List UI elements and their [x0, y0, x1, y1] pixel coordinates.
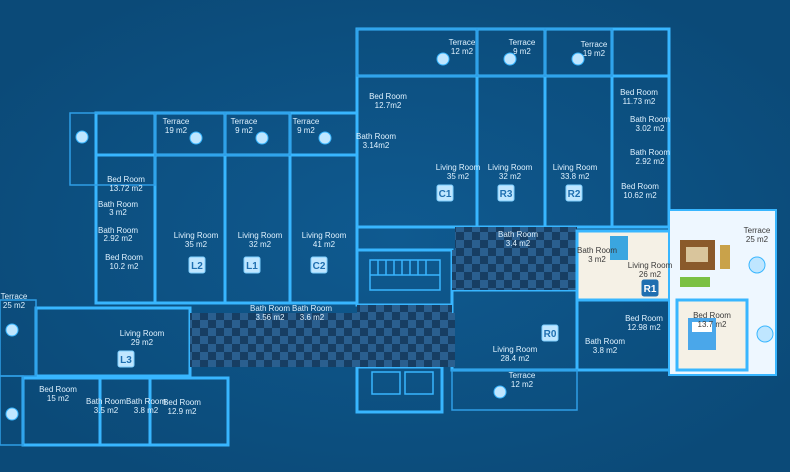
room-area: 15 m2 [47, 394, 70, 403]
room-area: 9 m2 [235, 126, 253, 135]
room-label: Living Room [302, 231, 347, 240]
room-area: 26 m2 [639, 270, 662, 279]
room-label: Bath Room [577, 246, 617, 255]
room-area: 2.92 m2 [104, 234, 133, 243]
room-area: 12 m2 [451, 47, 474, 56]
room-label: Bath Room [98, 226, 138, 235]
room-label: Living Room [493, 345, 538, 354]
room-label: Bath Room [630, 115, 670, 124]
room-label: Bath Room [585, 337, 625, 346]
room-area: 3.5 m2 [94, 406, 119, 415]
room-label: Living Room [238, 231, 283, 240]
room-area: 13.72 m2 [109, 184, 143, 193]
room-area: 3 m2 [109, 208, 127, 217]
unit-badge-r2: R2 [568, 189, 581, 200]
staircase [369, 259, 441, 395]
room-area: 10.62 m2 [623, 191, 657, 200]
room-area: 3.6 m2 [300, 313, 325, 322]
room-area: 10.2 m2 [110, 262, 139, 271]
room-label: Bath Room [126, 397, 166, 406]
unit-badge-c1: C1 [439, 189, 452, 200]
room-label: Bath Room [292, 304, 332, 313]
unit-badge-r0: R0 [544, 329, 557, 340]
room-area: 25 m2 [746, 235, 769, 244]
unit-badge-c2: C2 [313, 261, 326, 272]
room-label: Terrace [1, 292, 28, 301]
room-area: 3.02 m2 [636, 124, 665, 133]
room-area: 13.7 m2 [698, 320, 727, 329]
room-label: Terrace [293, 117, 320, 126]
unit-badge-r3: R3 [500, 189, 513, 200]
room-area: 32 m2 [249, 240, 272, 249]
room-area: 25 m2 [3, 301, 26, 310]
room-label: Terrace [581, 40, 608, 49]
room-label: Terrace [509, 38, 536, 47]
room-area: 33.8 m2 [561, 172, 590, 181]
room-area: 12.98 m2 [627, 323, 661, 332]
room-area: 29 m2 [131, 338, 154, 347]
unit-badges[interactable]: L2 L1 C2 C1 R3 R2 R1 R0 L3 [117, 184, 659, 368]
room-label: Bed Room [105, 253, 143, 262]
corridor [190, 227, 577, 367]
room-label: Living Room [436, 163, 481, 172]
room-label: Bath Room [630, 148, 670, 157]
room-area: 9 m2 [297, 126, 315, 135]
room-label: Bath Room [86, 397, 126, 406]
room-label: Terrace [744, 226, 771, 235]
room-label: Terrace [449, 38, 476, 47]
room-label: Bed Room [163, 398, 201, 407]
room-label: Terrace [163, 117, 190, 126]
unit-badge-l3: L3 [120, 355, 132, 366]
terrace-outlines [0, 28, 613, 446]
room-area: 41 m2 [313, 240, 336, 249]
unit-badge-r1: R1 [644, 284, 657, 295]
room-label: Bath Room [250, 304, 290, 313]
room-area: 35 m2 [447, 172, 470, 181]
room-area: 3 m2 [588, 255, 606, 264]
room-area: 12.9 m2 [168, 407, 197, 416]
room-label: Living Room [628, 261, 673, 270]
room-area: 3.8 m2 [134, 406, 159, 415]
unit-badge-l1: L1 [246, 261, 258, 272]
room-area: 28.4 m2 [501, 354, 530, 363]
room-area: 32 m2 [499, 172, 522, 181]
room-label: Bath Room [356, 132, 396, 141]
room-label: Bed Room [625, 314, 663, 323]
room-label: Bed Room [39, 385, 77, 394]
room-label: Bed Room [107, 175, 145, 184]
room-label: Living Room [120, 329, 165, 338]
room-area: 19 m2 [165, 126, 188, 135]
room-area: 3.4 m2 [506, 239, 531, 248]
room-area: 12 m2 [511, 380, 534, 389]
room-label: Living Room [174, 231, 219, 240]
room-area: 2.92 m2 [636, 157, 665, 166]
room-area: 19 m2 [583, 49, 606, 58]
highlighted-apartment-r1[interactable] [575, 209, 777, 376]
room-label: Bed Room [369, 92, 407, 101]
room-label: Terrace [231, 117, 258, 126]
room-label: Living Room [553, 163, 598, 172]
room-label: Bath Room [498, 230, 538, 239]
room-label: Bed Room [620, 88, 658, 97]
room-area: 35 m2 [185, 240, 208, 249]
room-area: 3.14m2 [363, 141, 390, 150]
room-label: Terrace [509, 371, 536, 380]
room-area: 11.73 m2 [623, 97, 656, 106]
unit-badge-l2: L2 [191, 261, 203, 272]
room-area: 3.56 m2 [256, 313, 285, 322]
room-area: 9 m2 [513, 47, 531, 56]
room-area: 3.8 m2 [593, 346, 618, 355]
room-area: 12.7m2 [375, 101, 402, 110]
terrace-furniture [5, 52, 774, 421]
room-label: Bath Room [98, 200, 138, 209]
room-label: Bed Room [621, 182, 659, 191]
room-label: Living Room [488, 163, 533, 172]
room-label: Bed Room [693, 311, 731, 320]
room-labels: Terrace 12 m2 Terrace 9 m2 Terrace 19 m2… [1, 38, 771, 416]
